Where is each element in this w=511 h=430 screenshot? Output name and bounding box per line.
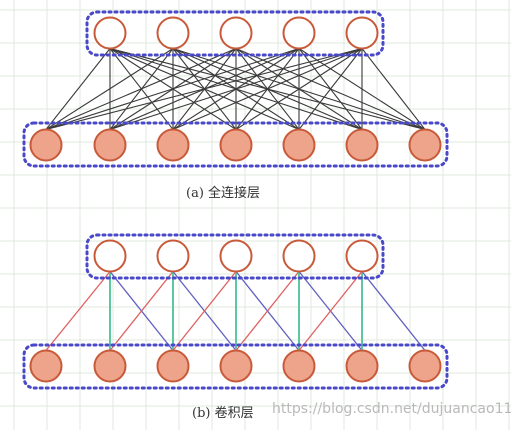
input-neuron-node bbox=[29, 128, 63, 162]
connection-edge bbox=[172, 47, 363, 131]
convolutional-panel bbox=[22, 233, 449, 390]
watermark-url: https://blog.csdn.net/dujuancao11 bbox=[272, 401, 511, 417]
connection-edge bbox=[235, 48, 363, 130]
connection-edge bbox=[45, 47, 300, 131]
output-neuron-node bbox=[345, 239, 379, 273]
kernel-connection-edge bbox=[298, 271, 363, 351]
connection-edge bbox=[109, 47, 363, 131]
output-neuron-node bbox=[282, 16, 316, 50]
kernel-connection-edge bbox=[235, 271, 300, 351]
input-neuron-node bbox=[282, 349, 316, 383]
connection-edge bbox=[361, 48, 426, 130]
output-neuron-node bbox=[156, 239, 190, 273]
convolutional-nodes bbox=[29, 239, 442, 383]
connection-edge bbox=[45, 47, 237, 131]
kernel-connection-edge bbox=[172, 271, 237, 351]
input-neuron-node bbox=[345, 349, 379, 383]
input-neuron-node bbox=[408, 128, 442, 162]
caption-fully-connected: (a) 全连接层 bbox=[186, 186, 261, 201]
fully-connected-nodes bbox=[29, 16, 442, 162]
connection-edge bbox=[45, 47, 363, 131]
output-neuron-node bbox=[156, 16, 190, 50]
convolutional-edges bbox=[45, 271, 426, 351]
input-neuron-node bbox=[29, 349, 63, 383]
kernel-connection-edge bbox=[361, 271, 426, 351]
output-neuron-node bbox=[93, 239, 127, 273]
fully-connected-panel bbox=[22, 10, 449, 168]
input-neuron-node bbox=[156, 349, 190, 383]
output-neuron-node bbox=[345, 16, 379, 50]
input-neuron-node bbox=[93, 128, 127, 162]
input-neuron-node bbox=[219, 349, 253, 383]
connection-edge bbox=[298, 48, 363, 130]
fully-connected-edges bbox=[45, 47, 426, 131]
output-neuron-node bbox=[93, 16, 127, 50]
input-neuron-node bbox=[156, 128, 190, 162]
kernel-connection-edge bbox=[109, 271, 174, 351]
connection-edge bbox=[45, 48, 111, 130]
output-neuron-node bbox=[219, 239, 253, 273]
output-layer-group-box bbox=[85, 233, 385, 280]
connection-edge bbox=[45, 48, 174, 130]
output-layer-group-box bbox=[85, 10, 385, 57]
caption-convolutional: (b) 卷积层 bbox=[192, 406, 254, 421]
input-neuron-node bbox=[219, 128, 253, 162]
input-neuron-node bbox=[93, 349, 127, 383]
input-neuron-node bbox=[282, 128, 316, 162]
input-layer-group-box bbox=[22, 343, 449, 390]
output-neuron-node bbox=[282, 239, 316, 273]
input-neuron-node bbox=[408, 349, 442, 383]
kernel-connection-edge bbox=[45, 271, 111, 351]
input-layer-group-box bbox=[22, 121, 449, 168]
input-neuron-node bbox=[345, 128, 379, 162]
output-neuron-node bbox=[219, 16, 253, 50]
